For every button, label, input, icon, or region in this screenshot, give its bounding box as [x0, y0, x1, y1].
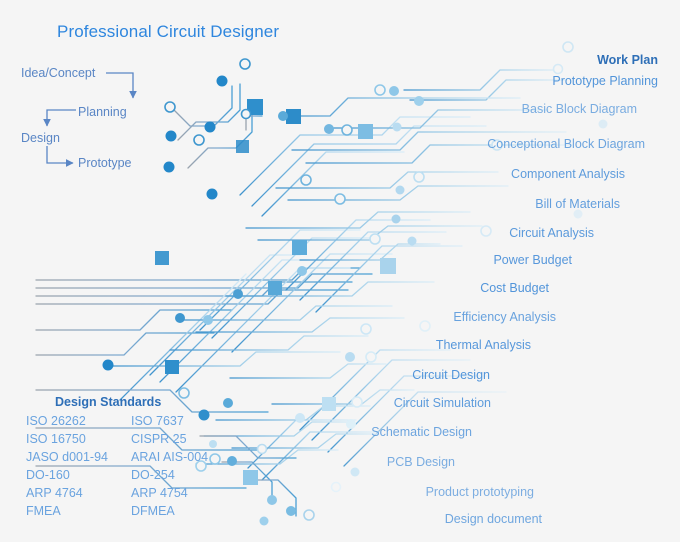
work-plan-item[interactable]: PCB Design [386, 455, 455, 469]
flow-step-design: Design [21, 131, 60, 145]
standard-code[interactable]: ARP 4754 [131, 486, 188, 500]
flow-step-idea-concept: Idea/Concept [21, 66, 96, 80]
work-plan-heading: Work Plan [597, 53, 658, 67]
work-plan-item[interactable]: Efficiency Analysis [453, 310, 556, 324]
work-plan-item[interactable]: Power Budget [493, 253, 572, 267]
flow-step-planning: Planning [78, 105, 127, 119]
standard-code[interactable]: CISPR 25 [131, 432, 187, 446]
page-title: Professional Circuit Designer [57, 22, 280, 41]
standard-code[interactable]: JASO d001-94 [26, 450, 108, 464]
design-standards-row: FMEA DFMEA [26, 504, 208, 522]
work-plan-item[interactable]: Circuit Analysis [509, 226, 594, 240]
standard-code[interactable]: DO-160 [26, 468, 70, 482]
work-plan-item[interactable]: Schematic Design [371, 425, 472, 439]
work-plan-item[interactable]: Product prototyping [425, 485, 534, 499]
standard-code[interactable]: ARP 4764 [26, 486, 83, 500]
standard-code[interactable]: DO-254 [131, 468, 175, 482]
standard-code[interactable]: DFMEA [131, 504, 175, 518]
work-plan-item[interactable]: Design document [444, 512, 542, 526]
work-plan-item[interactable]: Component Analysis [511, 167, 625, 181]
trace-cluster-upper-left [171, 81, 263, 169]
work-plan-item[interactable]: Prototype Planning [552, 74, 658, 88]
standard-code[interactable]: ISO 16750 [26, 432, 86, 446]
standard-code[interactable]: ISO 7637 [131, 414, 184, 428]
design-standards-row: DO-160 DO-254 [26, 468, 208, 486]
design-standards-row: JASO d001-94 ARAI AIS-004 [26, 450, 208, 468]
trace-fan-lower-left [35, 389, 297, 517]
standard-code[interactable]: ARAI AIS-004 [131, 450, 209, 464]
work-plan-item[interactable]: Circuit Simulation [393, 396, 491, 410]
design-standards-row: ARP 4764 ARP 4754 [26, 486, 208, 504]
design-standards-row: ISO 26262 ISO 7637 [26, 414, 208, 432]
design-standards-heading: Design Standards [55, 395, 162, 409]
flow-step-prototype: Prototype [78, 156, 132, 170]
work-plan-item[interactable]: Conceptional Block Diagram [487, 137, 645, 151]
work-plan-item[interactable]: Bill of Materials [535, 197, 620, 211]
work-plan-item[interactable]: Basic Block Diagram [521, 102, 637, 116]
work-plan-item[interactable]: Circuit Design [412, 368, 490, 382]
standard-code[interactable]: ISO 26262 [26, 414, 86, 428]
design-standards-row: ISO 16750 CISPR 25 [26, 432, 208, 450]
work-plan-item[interactable]: Cost Budget [480, 281, 549, 295]
work-plan-item[interactable]: Thermal Analysis [435, 338, 531, 352]
trace-bundle-left [35, 207, 373, 356]
standard-code[interactable]: FMEA [26, 504, 61, 518]
